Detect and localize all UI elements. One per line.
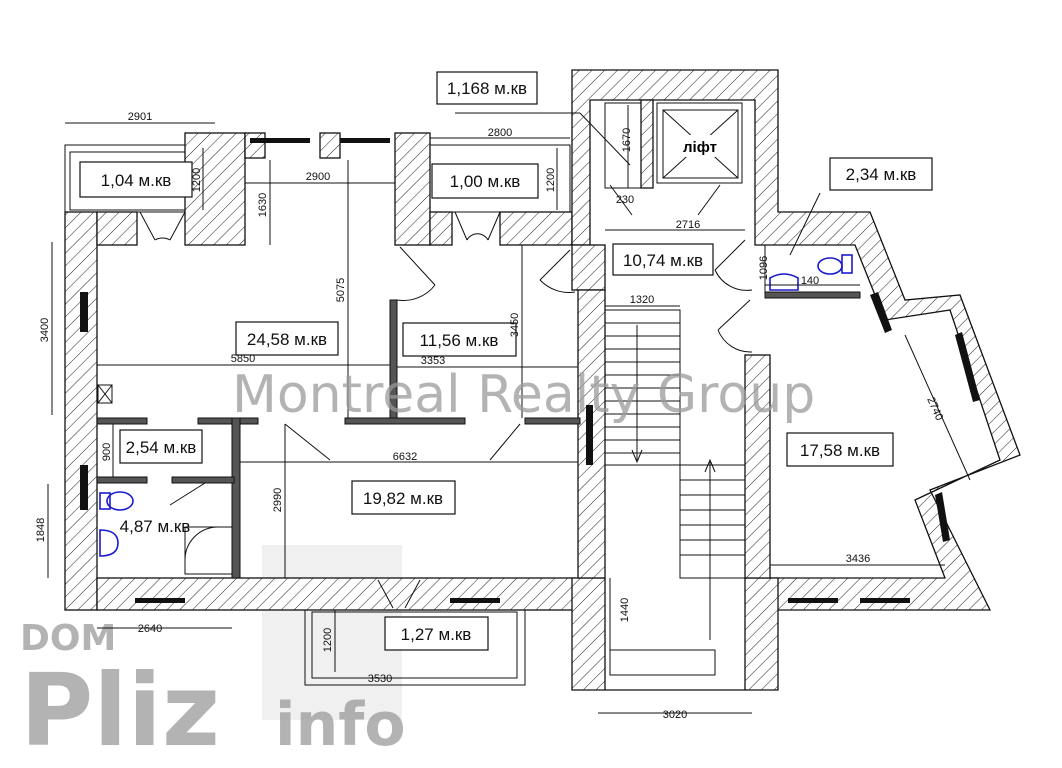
dim-label: 3400 xyxy=(39,318,51,342)
watermark-pliz: Pliz xyxy=(20,652,220,768)
area-labels: 1,168 м.кв 1,04 м.кв 1,00 м.кв 24,58 м.к… xyxy=(79,71,933,651)
shafts: ліфт xyxy=(604,99,743,189)
dim-label: 140 xyxy=(801,275,819,287)
watermark-info: info xyxy=(275,690,406,760)
sanitary-fixtures xyxy=(99,254,853,575)
dimension-lines xyxy=(47,105,971,714)
area-room-mid: 11,56 м.кв xyxy=(420,331,499,350)
area-room-right: 17,58 м.кв xyxy=(800,441,880,460)
exterior-walls xyxy=(64,69,1021,691)
dim-label: 230 xyxy=(616,194,634,206)
dim-label: 3020 xyxy=(663,709,687,721)
dim-label: 1200 xyxy=(191,168,203,192)
dim-label: 1096 xyxy=(758,256,770,280)
dim-label: 5850 xyxy=(231,353,255,365)
dim-label: 3450 xyxy=(509,313,521,337)
staircase xyxy=(604,309,746,640)
area-balcony-left: 1,04 м.кв xyxy=(101,171,172,190)
dim-label: 900 xyxy=(101,443,113,461)
dim-label: 2740 xyxy=(924,395,945,422)
dim-label: 1670 xyxy=(621,128,633,152)
dim-label: 2800 xyxy=(488,127,512,139)
area-storage: 2,54 м.кв xyxy=(126,438,197,457)
dim-label: 1200 xyxy=(545,168,557,192)
dim-label: 2990 xyxy=(272,488,284,512)
dim-label: 1200 xyxy=(322,628,334,652)
elevator-label: ліфт xyxy=(683,139,717,156)
watermark-agency: Montreal Realty Group xyxy=(232,365,815,425)
dim-label: 3436 xyxy=(846,553,870,565)
windows xyxy=(80,138,980,603)
area-room-bottom: 19,82 м.кв xyxy=(363,489,443,508)
watermark-dom: DOM xyxy=(20,618,116,659)
doors xyxy=(139,184,753,609)
toilet-icon xyxy=(817,254,853,275)
dim-label: 5075 xyxy=(335,278,347,302)
area-bathroom: 4,87 м.кв xyxy=(120,517,191,536)
area-wc-small: 2,34 м.кв xyxy=(846,165,917,184)
dim-label: 2900 xyxy=(306,171,330,183)
dim-label: 3530 xyxy=(368,673,392,685)
dimension-labels: 2901 2800 2900 1200 1200 1630 5075 3400 … xyxy=(35,111,945,721)
toilet-icon xyxy=(99,491,134,511)
dim-label: 1848 xyxy=(35,518,47,542)
dim-label: 1440 xyxy=(619,598,631,622)
area-balcony-mid: 1,00 м.кв xyxy=(450,172,521,191)
dim-label: 2716 xyxy=(676,219,700,231)
interior-walls xyxy=(96,291,861,579)
area-room-large: 24,58 м.кв xyxy=(247,330,327,349)
dim-label: 6632 xyxy=(393,451,417,463)
sink-icon xyxy=(769,273,799,291)
area-hall: 10,74 м.кв xyxy=(623,251,703,270)
dim-label: 2640 xyxy=(138,623,162,635)
area-balcony-bottom: 1,27 м.кв xyxy=(401,625,472,644)
dim-label: 1320 xyxy=(630,294,654,306)
pliz-logo-watermark: DOM Pliz info xyxy=(20,545,406,768)
area-stair-landing: 1,168 м.кв xyxy=(447,79,527,98)
dim-label: 2901 xyxy=(128,111,152,123)
dim-label: 3353 xyxy=(421,355,445,367)
dim-label: 1630 xyxy=(257,193,269,217)
shower-icon xyxy=(184,526,233,575)
sink-icon xyxy=(99,529,119,557)
